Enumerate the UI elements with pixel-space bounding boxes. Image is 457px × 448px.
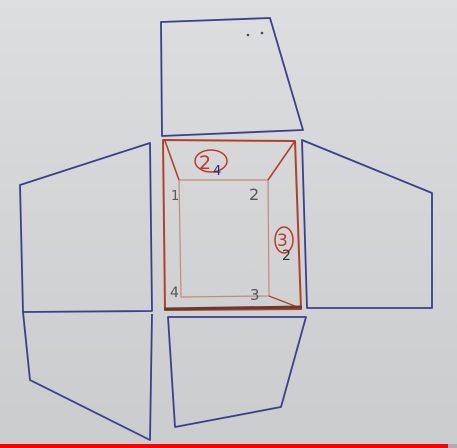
top-face-subscript: 4 xyxy=(213,164,221,179)
top-panel-dot xyxy=(246,33,250,37)
right-face-number: 3 xyxy=(277,231,288,251)
corner-label-4: 4 xyxy=(170,285,179,301)
bottom-panel xyxy=(167,316,307,428)
top-panel xyxy=(160,17,304,137)
right-panel xyxy=(301,139,433,309)
corner-label-1: 1 xyxy=(171,189,179,204)
top-face-number: 2 xyxy=(199,152,211,174)
top-panel-dot xyxy=(260,31,264,35)
bottom-left-panel xyxy=(22,311,153,441)
right-face-subscript: 2 xyxy=(282,248,291,264)
center-face-bottom-edge xyxy=(163,305,303,311)
right-face-circle xyxy=(274,226,294,254)
top-face-circle xyxy=(194,149,228,173)
video-progress-fill xyxy=(0,444,448,448)
diagonal-top-left xyxy=(164,140,180,181)
video-progress-bar[interactable] xyxy=(0,444,457,448)
left-panel xyxy=(19,142,153,313)
corner-label-3: 3 xyxy=(250,286,260,304)
corner-label-2: 2 xyxy=(249,185,259,204)
center-face-outline xyxy=(162,139,302,311)
diagonal-top-right xyxy=(267,140,296,181)
